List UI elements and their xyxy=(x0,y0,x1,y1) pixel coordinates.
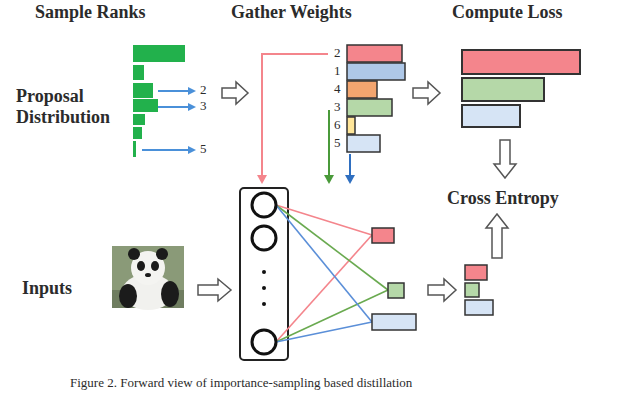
column-header: Compute Loss xyxy=(452,2,563,23)
network xyxy=(240,188,416,360)
proposal-bars xyxy=(133,45,185,157)
rank-number: 3 xyxy=(200,99,207,114)
sample-arrows xyxy=(142,87,196,154)
figure-shape xyxy=(462,78,544,101)
figure-shape xyxy=(324,175,334,184)
figure-shape xyxy=(145,273,151,277)
figure-shape xyxy=(222,82,248,104)
figure-shape xyxy=(188,146,196,154)
rank-number: 2 xyxy=(334,46,341,61)
figure-shape xyxy=(142,149,189,151)
figure-shape xyxy=(252,330,276,354)
row-label: Inputs xyxy=(22,278,72,299)
row-label: Proposal Distribution xyxy=(16,86,128,127)
figure-shape xyxy=(133,114,145,125)
figure-shape xyxy=(465,265,487,280)
figure-shape xyxy=(257,175,267,184)
figure-shape xyxy=(133,141,136,157)
figure-shape xyxy=(262,270,266,274)
figure-shape xyxy=(137,261,145,271)
figure-shape xyxy=(262,270,266,306)
weight-bars xyxy=(347,45,405,152)
figure-shape xyxy=(262,286,266,290)
figure-shape xyxy=(276,290,388,342)
gather-lines xyxy=(257,54,355,184)
rank-number: 6 xyxy=(334,118,341,133)
column-header: Gather Weights xyxy=(231,2,352,23)
figure-shape xyxy=(328,110,330,176)
figure-shape xyxy=(345,175,355,184)
figure-shape xyxy=(276,322,372,342)
figure-shape xyxy=(276,205,372,322)
figure-shape xyxy=(462,105,520,127)
figure-shape xyxy=(276,205,372,235)
figure-shape xyxy=(347,117,355,134)
figure-shape xyxy=(276,235,372,342)
figure-shape xyxy=(128,248,140,260)
figure-shape xyxy=(347,135,380,152)
figure-shape xyxy=(133,99,158,112)
rank-number: 5 xyxy=(334,136,341,151)
figure-shape xyxy=(428,279,456,301)
column-header: Sample Ranks xyxy=(35,2,146,23)
figure-shape xyxy=(372,228,416,330)
figure-shape xyxy=(252,226,276,250)
figure-shape xyxy=(133,65,144,80)
figure-shape xyxy=(252,193,276,217)
figure-shape xyxy=(133,83,153,98)
figure-shape xyxy=(133,45,185,62)
figure-shape xyxy=(372,228,394,243)
loss-bars xyxy=(462,50,580,127)
figure-shape xyxy=(486,214,508,258)
figure-shape xyxy=(252,193,276,354)
rank-number: 4 xyxy=(334,82,341,97)
figure-shape xyxy=(413,82,440,104)
output-bars xyxy=(465,265,493,315)
figure-shape xyxy=(388,283,404,298)
figure-shape xyxy=(158,90,189,92)
figure-shape xyxy=(188,87,196,95)
figure-shape xyxy=(151,261,159,271)
figure-shape xyxy=(262,302,266,306)
figure-shape xyxy=(119,284,137,308)
figure-shape xyxy=(198,279,231,301)
figure-shape xyxy=(465,300,493,315)
figure-shape xyxy=(276,205,388,290)
figure-shape xyxy=(462,50,580,74)
figure-shape xyxy=(372,314,416,330)
figure-shape xyxy=(156,248,168,260)
figure-shape xyxy=(240,188,288,360)
rank-number: 5 xyxy=(200,142,207,157)
figure-shape xyxy=(465,283,479,297)
figure-shape xyxy=(188,103,196,111)
panda-image xyxy=(112,246,184,310)
rank-number: 1 xyxy=(334,64,341,79)
figure-shape xyxy=(276,205,388,342)
figure-shape xyxy=(347,45,402,62)
rank-number: 3 xyxy=(334,100,341,115)
figure-shape xyxy=(161,281,179,307)
figure-shape xyxy=(133,127,142,139)
figure-shape xyxy=(494,140,516,178)
figure-shape xyxy=(347,63,405,80)
figure-shape xyxy=(158,106,189,108)
figure-shape xyxy=(349,154,351,176)
figure-caption: Figure 2. Forward view of importance-sam… xyxy=(70,376,412,391)
rank-number: 2 xyxy=(200,83,207,98)
figure-shape xyxy=(262,54,328,176)
figure-shape xyxy=(347,81,377,98)
figure-shape xyxy=(347,99,392,116)
loss-label: Cross Entropy xyxy=(447,188,559,209)
